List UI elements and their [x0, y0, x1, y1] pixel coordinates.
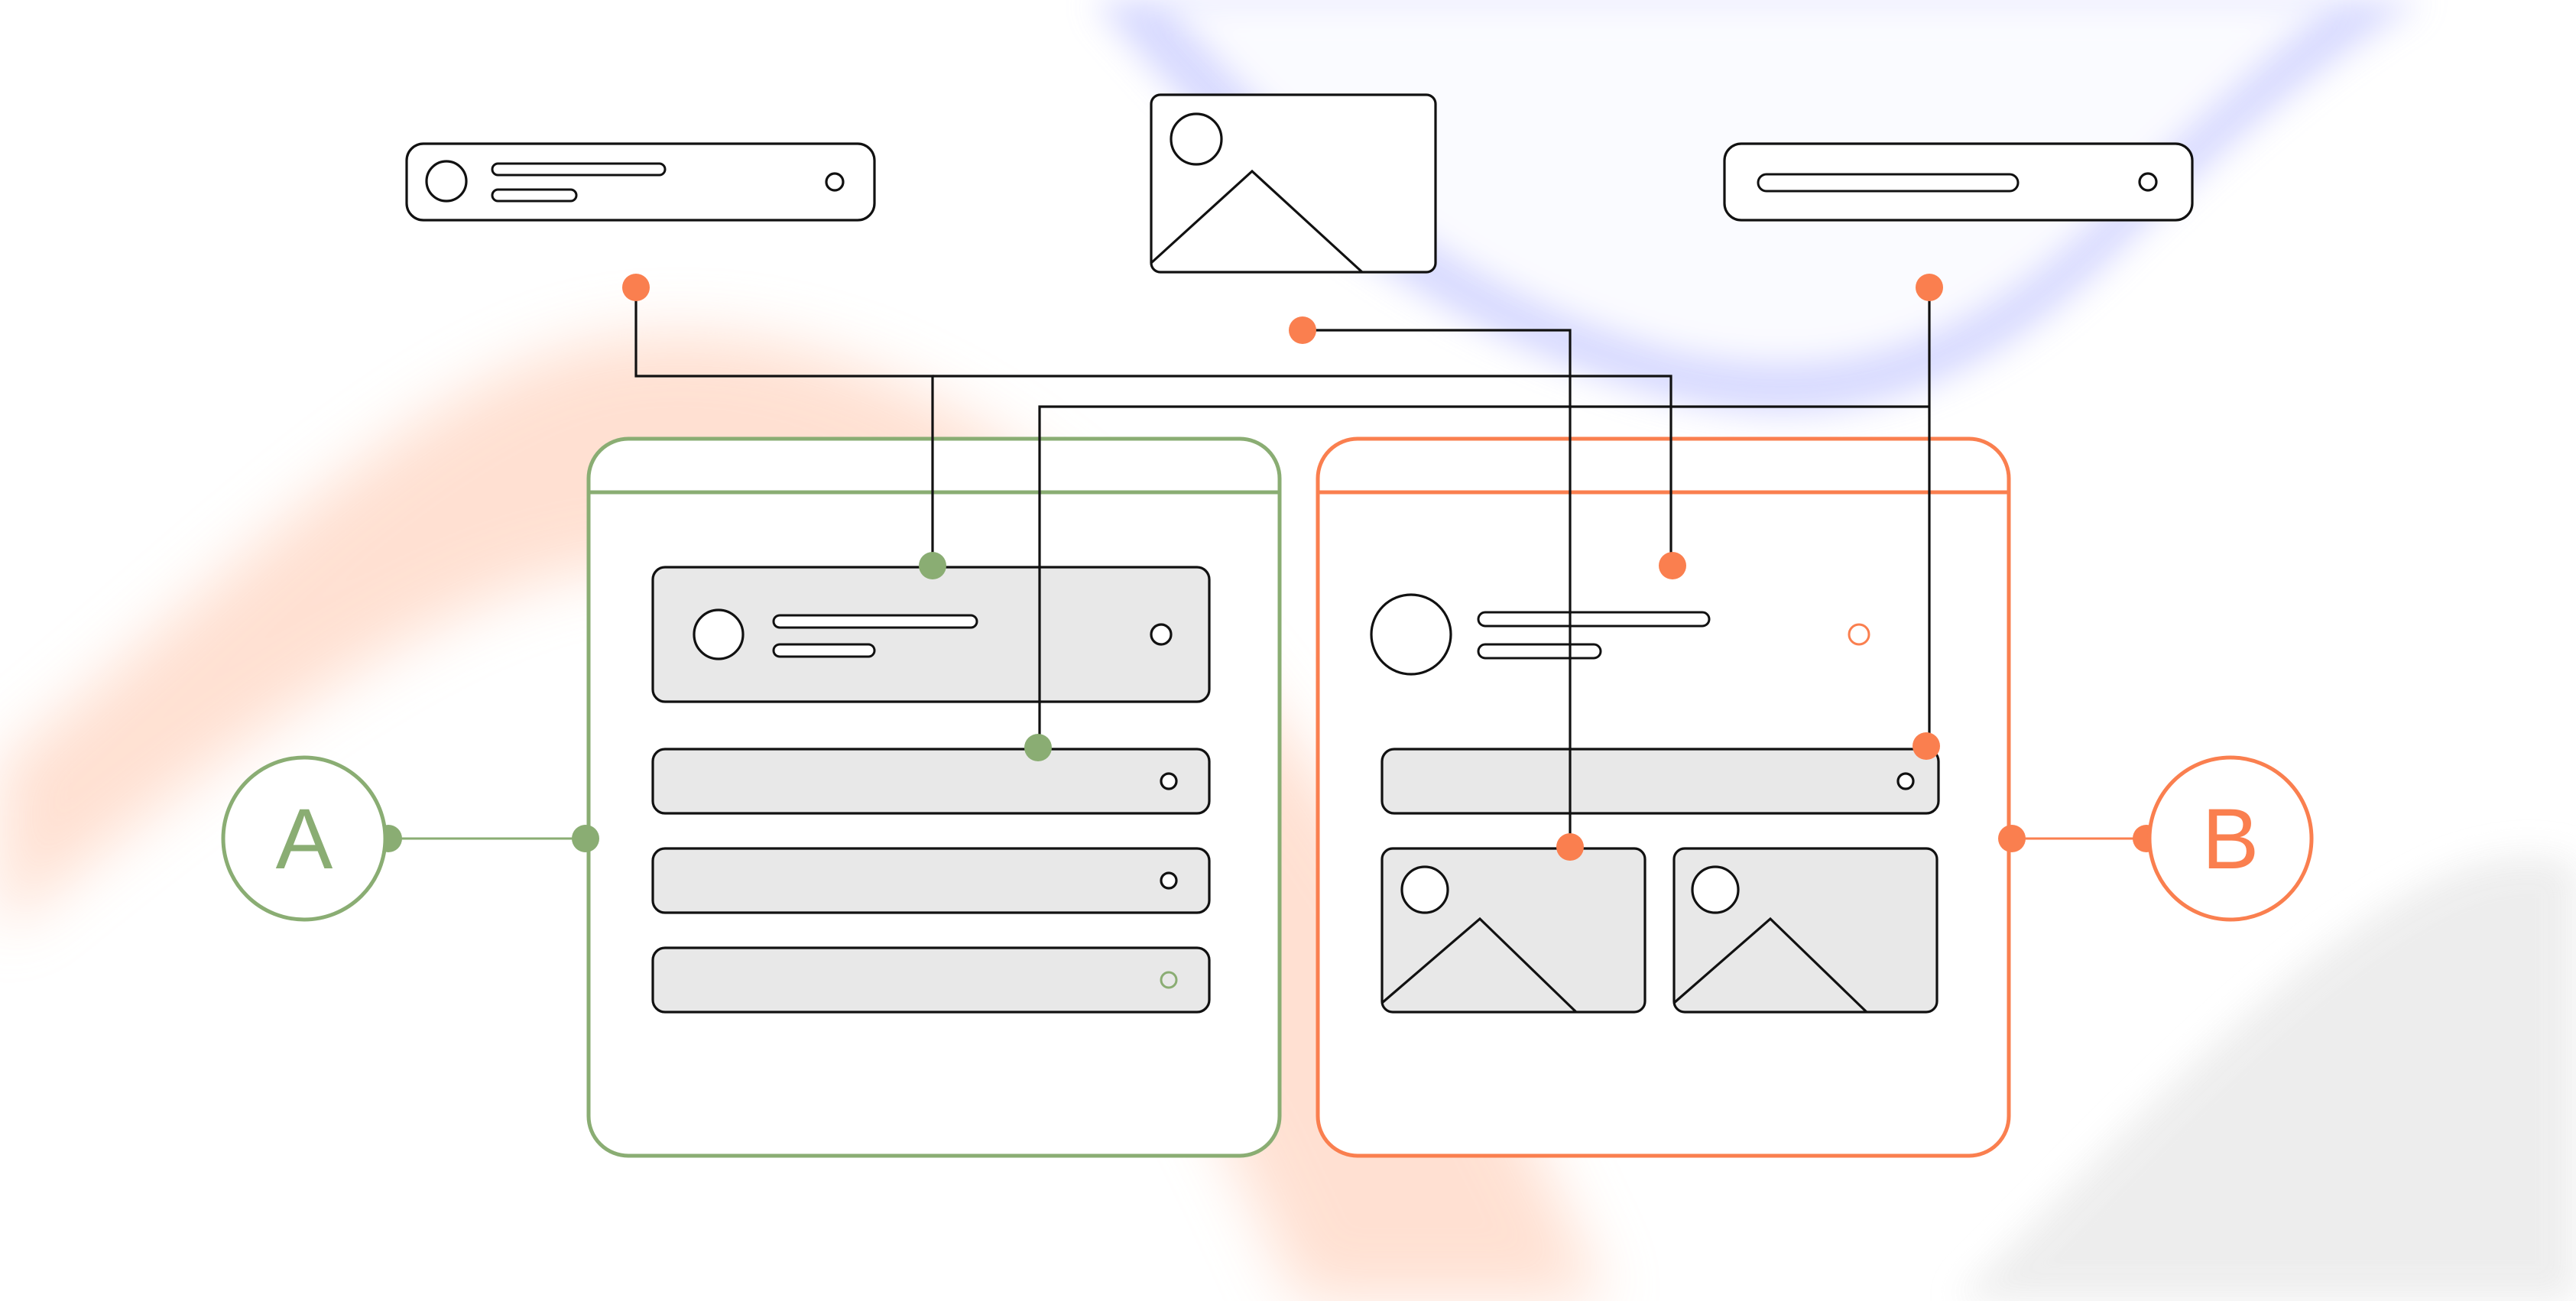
variant-a-frame — [586, 436, 1282, 1158]
variant-b-image-card — [1672, 847, 1938, 1014]
search-bar-icon — [1160, 772, 1178, 790]
image-placeholder-icon — [1380, 917, 1578, 1014]
avatar-circle — [1370, 593, 1452, 676]
list-item-icon — [1848, 623, 1870, 646]
title-line — [772, 614, 978, 629]
connector-search-to-a-row — [1038, 405, 1929, 748]
image-placeholder-icon — [1672, 917, 1868, 1014]
variant-b-list-item — [1370, 593, 1870, 676]
variant-b-frame — [1316, 436, 2011, 1158]
connector-lines — [388, 287, 2146, 847]
search-bar-icon — [2138, 172, 2158, 192]
variant-a-search-row — [651, 946, 1211, 1014]
variant-a-search-row — [651, 847, 1211, 914]
dot-b-row-target — [1913, 732, 1940, 760]
dot-a-frame — [572, 825, 599, 852]
image-sun-circle — [1170, 112, 1223, 166]
dot-image-source — [1289, 316, 1316, 344]
connector-list-to-b-item — [933, 375, 1672, 566]
list-item-icon — [1150, 623, 1173, 646]
subtitle-line — [772, 643, 876, 658]
dot-a-card-target — [919, 552, 946, 579]
search-row-frame — [651, 847, 1211, 914]
dot-b-frame — [1998, 825, 2026, 852]
dot-b-image-target — [1556, 833, 1584, 861]
avatar-circle — [693, 608, 745, 660]
image-placeholder-icon — [1150, 169, 1364, 274]
variant-b-search-row — [1380, 748, 1940, 815]
search-bar-line — [1757, 173, 2020, 193]
variant-b-image-card — [1380, 847, 1646, 1014]
variant-b-letter: B — [2202, 791, 2260, 887]
variant-a-list-card — [651, 566, 1211, 703]
search-row-frame — [651, 946, 1211, 1014]
variant-a-label: A — [221, 755, 388, 922]
variant-b-label: B — [2147, 755, 2314, 922]
list-item-component — [405, 142, 876, 222]
variant-a-search-row — [651, 748, 1211, 815]
component-palette — [405, 93, 2194, 274]
search-row-frame — [651, 748, 1211, 815]
search-row-frame — [1380, 748, 1940, 815]
search-bar-icon — [1160, 971, 1178, 989]
list-item-frame — [405, 142, 876, 222]
search-bar-component — [1723, 142, 2194, 222]
title-line — [491, 162, 667, 177]
list-item-icon — [825, 172, 845, 192]
image-sun-circle — [1691, 865, 1740, 914]
search-bar-icon — [1160, 871, 1178, 890]
search-bar-icon — [1896, 772, 1915, 790]
dot-b-item-target — [1659, 552, 1686, 579]
connector-list-to-a-card — [634, 287, 934, 567]
variant-b-badge — [2147, 755, 2314, 922]
gray-wave-blob — [1957, 856, 2576, 1301]
image-frame — [1672, 847, 1938, 1014]
variant-a-badge — [221, 755, 388, 922]
dot-search-source — [1916, 274, 1943, 301]
subtitle-line — [491, 188, 578, 203]
dot-a-row-target — [1024, 734, 1052, 761]
title-line — [1477, 611, 1711, 628]
image-component — [1150, 93, 1437, 274]
variant-a-letter: A — [276, 791, 333, 887]
image-sun-circle — [1400, 865, 1449, 914]
dot-list-source — [622, 274, 650, 301]
connector-image-to-b-card — [1303, 329, 1572, 847]
subtitle-line — [1477, 643, 1602, 660]
avatar-circle — [425, 160, 468, 203]
